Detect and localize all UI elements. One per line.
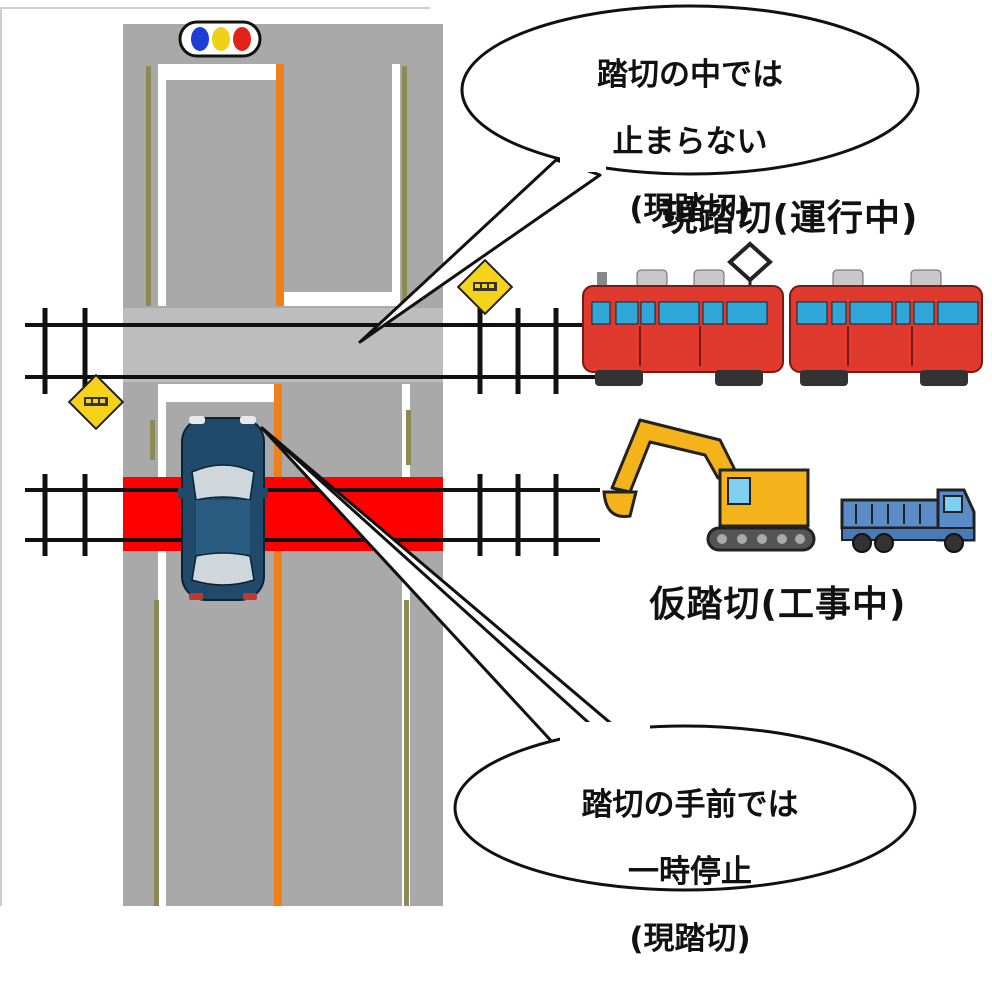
train-crossing-sign-icon bbox=[67, 373, 125, 431]
train-icon bbox=[582, 241, 983, 386]
bubble-bottom-text: 踏切の手前では 一時停止 (現踏切) bbox=[555, 756, 825, 990]
bubble-bottom-line1: 踏切の手前では bbox=[581, 787, 799, 824]
center-line-lower bbox=[274, 384, 282, 906]
road-edge-left-lower bbox=[158, 384, 166, 906]
bubble-bottom-line3: (現踏切) bbox=[629, 921, 751, 958]
shoulder-line-left-lower bbox=[154, 600, 159, 906]
dump-truck-icon bbox=[840, 488, 976, 553]
road bbox=[123, 24, 443, 906]
shoulder-line-left-mid bbox=[150, 420, 155, 460]
title-current-crossing: 現踏切(運行中) bbox=[661, 198, 919, 239]
shoulder-line-left-upper bbox=[146, 66, 151, 306]
excavator-icon bbox=[602, 418, 816, 552]
crossing-diagram bbox=[0, 4, 983, 906]
title-temporary-crossing: 仮踏切(工事中) bbox=[649, 584, 907, 625]
bubble-top-text: 踏切の中では 止まらない (現踏切) bbox=[560, 26, 820, 260]
bubble-top-line2: 止まらない bbox=[612, 124, 768, 161]
bubble-top-line1: 踏切の中では bbox=[597, 57, 783, 94]
train-crossing-sign-icon bbox=[456, 258, 514, 316]
car-icon bbox=[178, 416, 268, 601]
center-line-upper bbox=[276, 64, 284, 306]
traffic-signal-icon bbox=[178, 20, 262, 58]
shoulder-line-right-lower bbox=[404, 600, 409, 906]
stop-line-lower bbox=[166, 384, 276, 402]
bubble-bottom-line2: 一時停止 bbox=[628, 854, 752, 891]
stop-line-upper-right bbox=[283, 292, 400, 306]
speech-bubble-bottom bbox=[260, 426, 917, 892]
shoulder-line-right-mid bbox=[406, 410, 411, 465]
road-edge-left-upper bbox=[158, 64, 166, 306]
bubble-top-line3: (現踏切) bbox=[629, 191, 751, 228]
current-tracks bbox=[25, 308, 600, 394]
speech-bubble-top bbox=[358, 4, 920, 344]
temporary-tracks bbox=[25, 474, 600, 556]
shoulder-line-right-upper bbox=[402, 66, 407, 306]
stop-line-upper bbox=[158, 64, 276, 80]
road-edge-right-upper bbox=[392, 64, 400, 306]
